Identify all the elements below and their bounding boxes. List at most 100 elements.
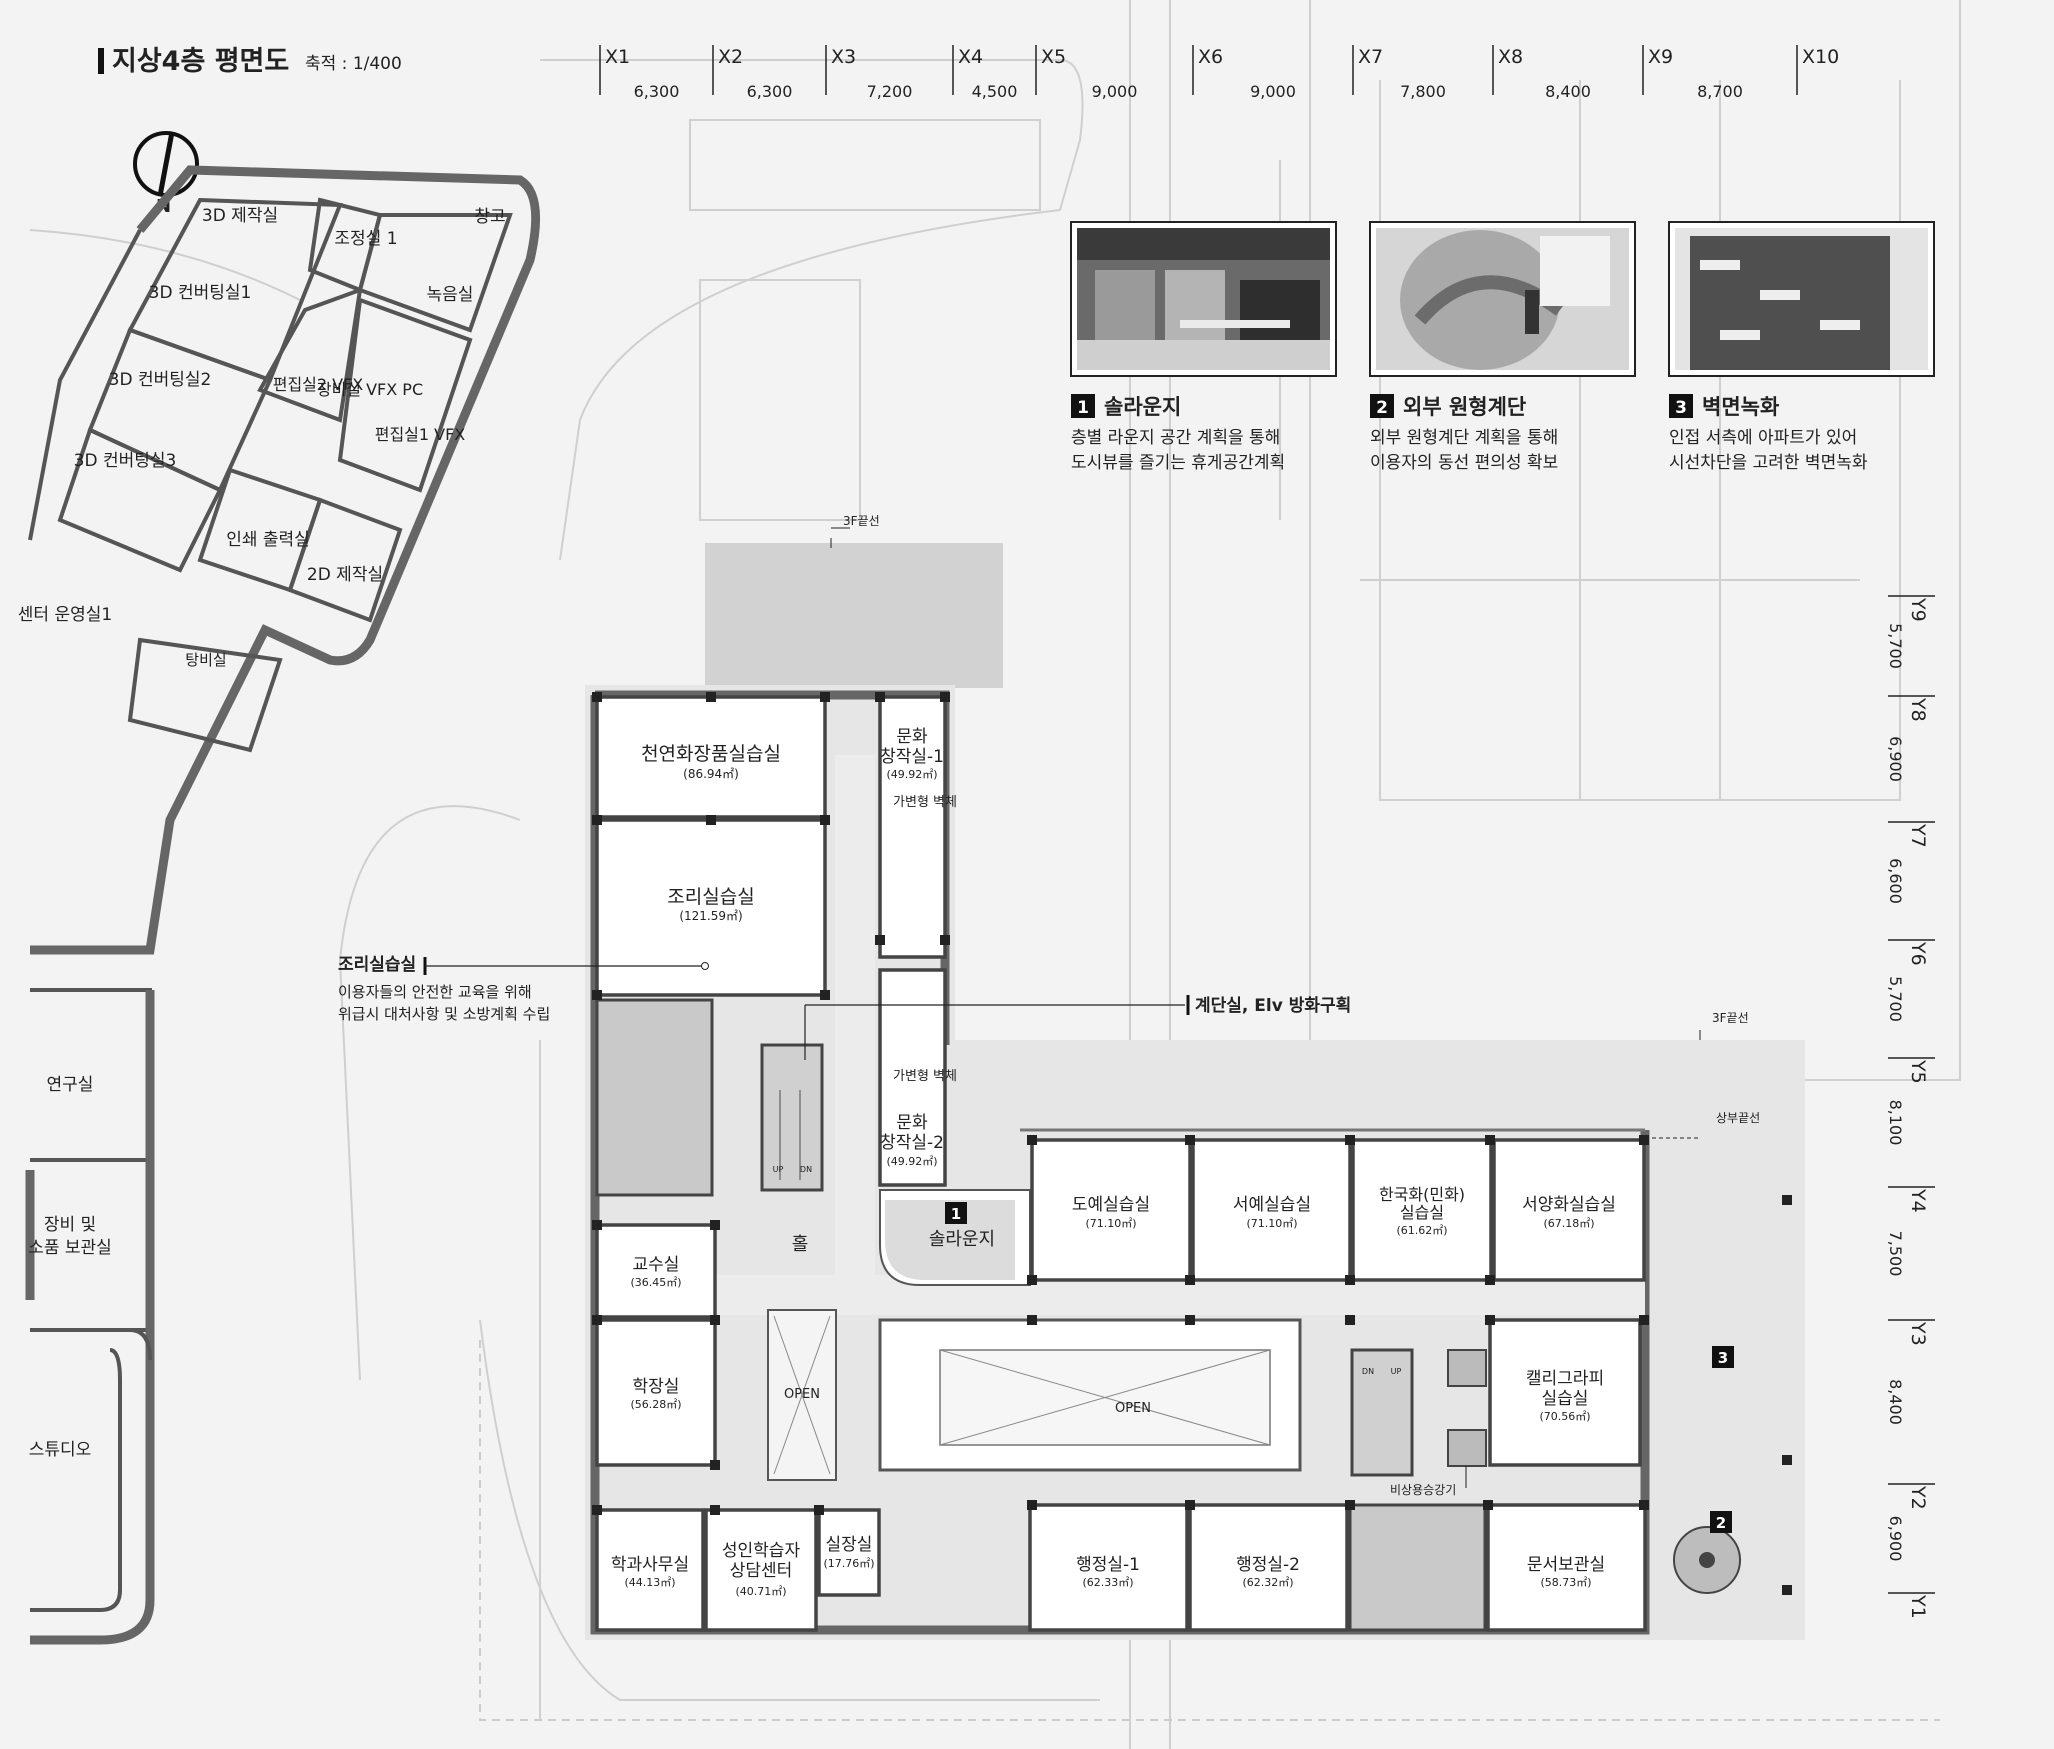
label-dn-east: DN (1362, 1367, 1374, 1376)
grid-y: Y95,700Y86,900Y76,600Y65,700Y58,100Y47,5… (1886, 595, 1935, 1619)
annotations: 3F끝선 3F끝선 상부끝선 비상용승강기 조리실습실 이용자들의 안전한 교육… (338, 514, 1760, 1497)
label-open-large: OPEN (1115, 1401, 1151, 1416)
room-calligraphy-2 (1488, 1318, 1642, 1467)
label-dn-west: DN (800, 1165, 812, 1174)
grid-y-label: Y4 (1907, 1188, 1929, 1213)
area-room-head: (17.76㎡) (823, 1557, 874, 1570)
structural-column (875, 935, 885, 945)
room-ceramics (1030, 1138, 1192, 1282)
grid-x-label: X5 (1041, 46, 1066, 68)
room-control-1: 조정실 1 (334, 229, 397, 249)
label-3f-edge-b: 3F끝선 (1712, 1011, 1749, 1025)
grid-y-dim: 8,100 (1886, 1100, 1905, 1146)
feature-2: 2 외부 원형계단 외부 원형계단 계획을 통해 이용자의 동선 편의성 확보 (1369, 221, 1636, 473)
room-equipment-storage-2: 소품 보관실 (28, 1238, 112, 1258)
room-professor (595, 1223, 717, 1319)
structural-column (710, 1315, 720, 1325)
area-culture-2: (49.92㎡) (886, 1155, 937, 1168)
spiral-badge (1710, 1511, 1732, 1533)
label-korean-art-a: 한국화(민화) (1379, 1185, 1465, 1204)
structural-column (1185, 1315, 1195, 1325)
room-admin-2 (1188, 1503, 1349, 1632)
feature-2-badge (1370, 394, 1394, 418)
room-edit-1: 편집실1 VFX (375, 425, 466, 444)
label-culture-1b: 창작실-1 (880, 747, 944, 767)
structural-column (940, 692, 950, 702)
room-culture-2 (878, 968, 947, 1187)
label-culture-1a: 문화 (896, 727, 928, 747)
room-dean (595, 1318, 717, 1467)
grid-y-label: Y2 (1907, 1485, 1929, 1510)
structural-column (710, 1460, 720, 1470)
label-lounge: 솔라운지 (929, 1229, 995, 1250)
restrooms-south (1348, 1503, 1487, 1632)
left-wing: 3D 제작실 3D 컨버팅실1 3D 컨버팅실2 3D 컨버팅실3 조정실 1 … (18, 165, 541, 1645)
room-western-art (1492, 1138, 1646, 1282)
area-admin-1: (62.33㎡) (1082, 1576, 1133, 1589)
grid-y-dim: 7,500 (1886, 1231, 1905, 1277)
label-open-small: OPEN (784, 1387, 820, 1402)
terrace-badge-num: 3 (1718, 1349, 1728, 1367)
feature-1-badge (1071, 394, 1095, 418)
label-cooking: 조리실습실 (667, 886, 754, 908)
structural-column (592, 1315, 602, 1325)
grid-x: X16,300X26,300X37,200X44,500X59,000X69,0… (599, 45, 1839, 101)
grid-x-label: X9 (1648, 46, 1673, 68)
columns (592, 692, 1792, 1595)
grid-x-dim: 6,300 (634, 82, 680, 101)
structural-column (706, 692, 716, 702)
structural-column (814, 1505, 824, 1515)
room-head (817, 1508, 881, 1597)
grid-x-dim: 8,700 (1697, 82, 1743, 101)
room-recording: 녹음실 (427, 285, 474, 305)
grid-x-label: X2 (718, 46, 743, 68)
room-3d-production: 3D 제작실 (202, 206, 278, 226)
structural-column (1345, 1500, 1355, 1510)
terrace-badge (1712, 1346, 1734, 1368)
structural-column (1782, 1195, 1792, 1205)
area-adult: (40.71㎡) (735, 1585, 786, 1598)
note-cooking-line2: 위급시 대처사항 및 소방계획 수립 (338, 1005, 550, 1023)
room-equipment-vfx: 장비실 VFX PC (317, 380, 423, 399)
structural-column (592, 1220, 602, 1230)
structural-column (1639, 1500, 1649, 1510)
label-natural-cosmetics: 천연화장품실습실 (641, 743, 781, 765)
lounge-badge (945, 1202, 967, 1224)
structural-column (592, 692, 602, 702)
area-dept-office: (44.13㎡) (624, 1576, 675, 1589)
feature-3-num: 3 (1675, 398, 1687, 418)
feature-2-num: 2 (1376, 398, 1388, 418)
grid-x-label: X1 (605, 46, 630, 68)
grid-y-label: Y6 (1907, 941, 1929, 966)
area-calli2: (70.56㎡) (1539, 1410, 1590, 1423)
label-3f-edge-a: 3F끝선 (843, 514, 880, 528)
grid-y-dim: 6,900 (1886, 1516, 1905, 1562)
grid-x-label: X3 (831, 46, 856, 68)
label-dean: 학장실 (633, 1377, 680, 1397)
feature-3-line2: 시선차단을 고려한 벽면녹화 (1669, 453, 1868, 473)
label-archive: 문서보관실 (1527, 1555, 1605, 1575)
label-calli2-b: 실습실 (1542, 1389, 1589, 1409)
lounge-badge-num: 1 (951, 1205, 961, 1223)
room-calligraphy (1191, 1138, 1352, 1282)
structural-column (1185, 1275, 1195, 1285)
grid-x-dim: 7,200 (867, 82, 913, 101)
label-western-art: 서양화실습실 (1522, 1195, 1616, 1215)
structural-column (820, 990, 830, 1000)
feature-2-line2: 이용자의 동선 편의성 확보 (1370, 453, 1558, 473)
structural-column (1345, 1315, 1355, 1325)
label-room-head: 실장실 (826, 1535, 873, 1555)
room-2d-production: 2D 제작실 (307, 565, 383, 585)
area-dean: (56.28㎡) (630, 1398, 681, 1411)
room-3d-converting-1: 3D 컨버팅실1 (149, 283, 252, 303)
grid-x-dim: 8,400 (1545, 82, 1591, 101)
label-adult-b: 상담센터 (730, 1561, 793, 1581)
area-korean-art: (61.62㎡) (1396, 1224, 1447, 1237)
feature-3-line1: 인접 서측에 아파트가 있어 (1669, 428, 1857, 448)
structural-column (1485, 1275, 1495, 1285)
grid-y-label: Y1 (1907, 1594, 1929, 1619)
area-natural-cosmetics: (86.94㎡) (683, 767, 739, 781)
room-print: 인쇄 출력실 (226, 530, 310, 550)
note-stair-title: 계단실, Elv 방화구획 (1195, 996, 1351, 1016)
